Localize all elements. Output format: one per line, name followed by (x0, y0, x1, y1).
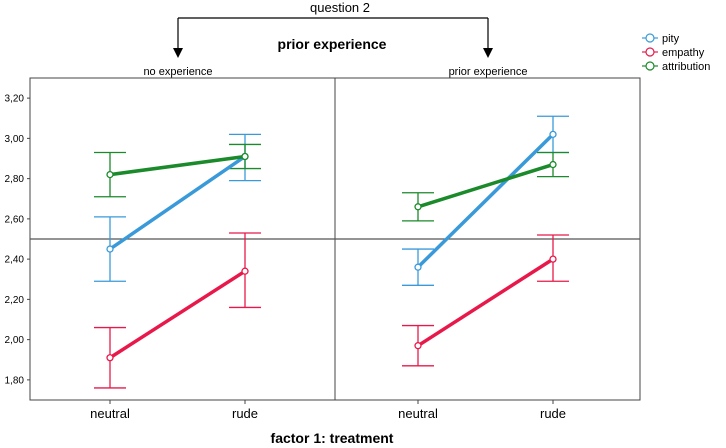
data-point-attribution (549, 160, 557, 169)
data-point-pity (106, 245, 114, 253)
legend-swatch-marker (645, 61, 655, 71)
data-point-empathy (241, 267, 249, 275)
series-line-empathy (417, 257, 554, 348)
series-line-pity (109, 155, 246, 251)
x-axis-title: factor 1: treatment (271, 430, 394, 446)
arrow-left-icon (173, 48, 183, 58)
legend-label-attribution: attribution (662, 61, 710, 73)
data-point-empathy (106, 354, 114, 362)
x-tick-label: neutral (398, 406, 438, 421)
legend-label-pity: pity (662, 33, 680, 45)
series-layer (94, 115, 569, 389)
question-bracket (173, 17, 493, 58)
y-tick-label: 2,00 (5, 335, 25, 346)
x-tick-label: rude (232, 406, 258, 421)
panel-label-right: prior experience (449, 66, 528, 78)
question-label: question 2 (310, 0, 370, 15)
x-axis: neutral rude neutral rude (90, 400, 566, 421)
y-tick-label: 2,80 (5, 174, 25, 185)
x-tick-label: rude (540, 406, 566, 421)
series-line-pity (416, 133, 555, 269)
y-tick-label: 3,00 (5, 134, 25, 145)
y-tick-label: 3,20 (5, 94, 25, 105)
data-point-empathy (549, 255, 557, 263)
y-tick-label: 1,80 (5, 375, 25, 386)
arrow-right-icon (483, 48, 493, 58)
x-tick-label: neutral (90, 406, 130, 421)
series-line-empathy (109, 269, 246, 360)
group-title: prior experience (278, 36, 387, 52)
legend-label-empathy: empathy (662, 47, 705, 59)
data-point-attribution (241, 152, 249, 161)
y-tick-label: 2,20 (5, 295, 25, 306)
series-line-attribution (109, 154, 246, 177)
data-point-attribution (414, 203, 422, 211)
legend-swatch-marker (645, 47, 655, 57)
data-point-pity (414, 263, 422, 271)
legend-swatch-marker (645, 33, 655, 43)
y-tick-label: 2,60 (5, 214, 25, 225)
y-tick-label: 2,40 (5, 255, 25, 266)
data-point-attribution (106, 170, 114, 179)
legend: pity empathy attribution (642, 33, 710, 73)
series-line-attribution (417, 162, 554, 209)
y-axis: 1,80 2,00 2,20 2,40 2,60 2,80 3,00 3,20 (5, 94, 30, 386)
panel-label-left: no experience (143, 66, 212, 78)
data-point-empathy (414, 342, 422, 350)
data-point-pity (549, 130, 557, 139)
